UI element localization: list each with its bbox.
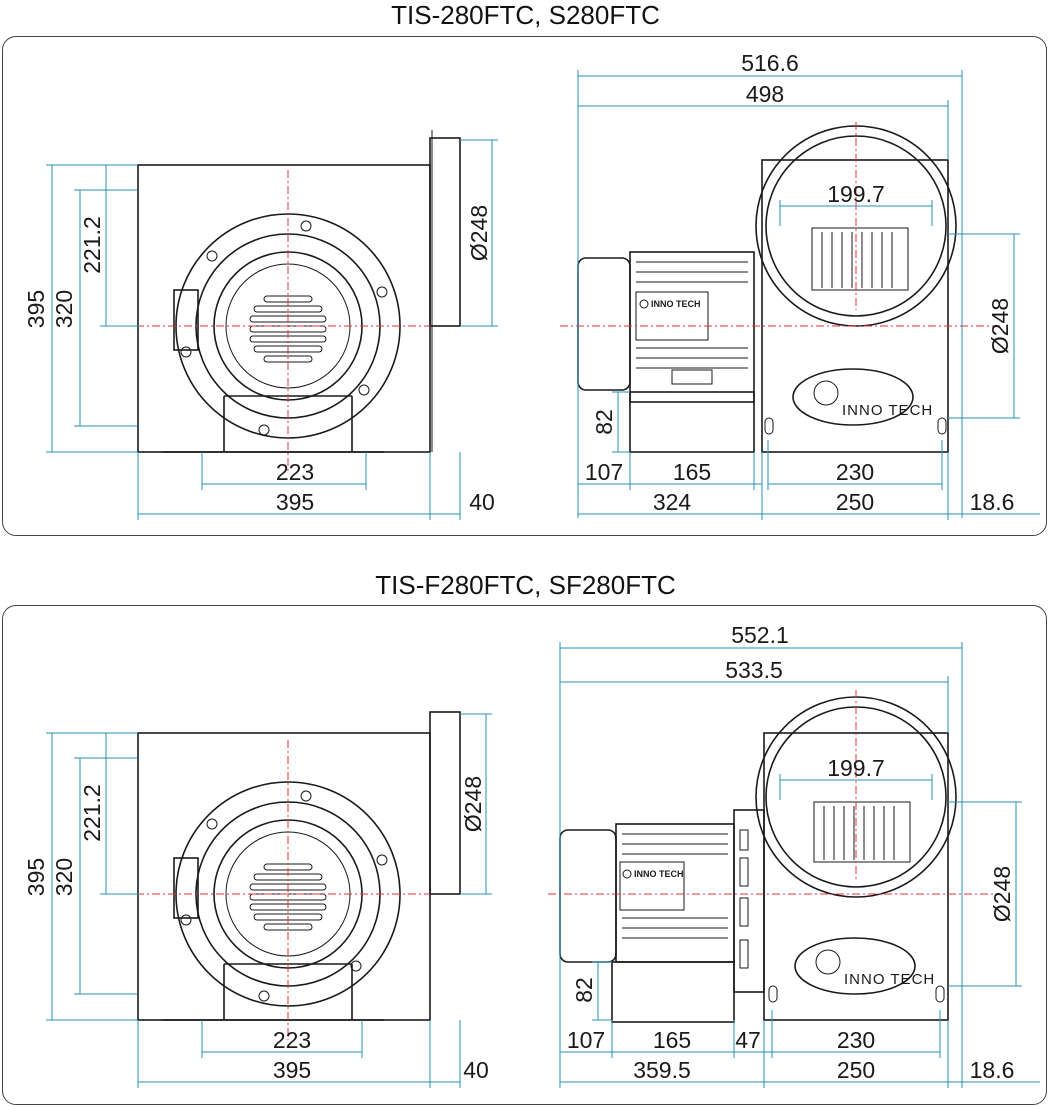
dim-height-221: 221.2 <box>79 784 105 842</box>
dim-inlet-inner: 199.7 <box>827 755 885 781</box>
dim-height-320: 320 <box>51 290 77 328</box>
model-1-side-view: INNO TECH INNO TECH <box>560 50 1040 520</box>
dim-side-diameter: Ø248 <box>987 298 1013 354</box>
side-dim-lines <box>577 70 1040 520</box>
dim-inlet-inner: 199.7 <box>827 181 885 207</box>
motor-foot <box>629 391 755 453</box>
brand-logo-text: INNO TECH <box>842 402 933 419</box>
dim-side-diameter: Ø248 <box>989 866 1015 922</box>
dim-base-width: 223 <box>276 459 314 485</box>
motor-end-cap <box>577 257 631 391</box>
dim-height-221: 221.2 <box>79 216 105 274</box>
dim-side-body: 498 <box>746 81 784 107</box>
model-2-side-view: INNO TECH INNO TECH <box>548 622 1040 1088</box>
dim-flange-width: 40 <box>463 1057 489 1083</box>
front-dim-lines <box>46 713 492 1088</box>
dim-b1: 359.5 <box>633 1057 691 1083</box>
dim-foot-height: 82 <box>571 977 597 1003</box>
brand-logo-text: INNO TECH <box>844 971 935 988</box>
model-2-title: TIS-F280FTC, SF280FTC <box>375 570 676 600</box>
dim-height-total: 395 <box>23 858 49 896</box>
dim-m3: 230 <box>836 459 874 485</box>
dim-outlet-diameter: Ø248 <box>466 205 492 261</box>
motor-end-cap <box>559 829 617 963</box>
impeller <box>811 227 909 291</box>
dim-m-extra: 47 <box>735 1027 761 1053</box>
motor-brand-label: INNO TECH <box>634 869 684 879</box>
brand-logo-oval <box>794 937 916 995</box>
dim-total-width: 395 <box>273 1057 311 1083</box>
motor-body <box>615 823 735 963</box>
dim-m2: 165 <box>653 1027 691 1053</box>
side-dim-lines <box>559 642 1040 1088</box>
front-dim-lines <box>46 139 498 520</box>
dim-side-total: 552.1 <box>731 622 789 648</box>
model-2-panel <box>2 605 1047 1105</box>
dim-b2: 250 <box>837 1057 875 1083</box>
dim-m1: 107 <box>567 1027 605 1053</box>
dim-side-total: 516.6 <box>741 50 799 76</box>
extension-bracket <box>733 809 765 993</box>
model-2-front-view: 395 320 221.2 Ø248 223 395 40 <box>23 711 492 1088</box>
fan-logo-icon <box>813 380 839 406</box>
dim-foot-height: 82 <box>591 409 617 435</box>
motor-body <box>629 251 755 403</box>
dim-base-width: 223 <box>273 1027 311 1053</box>
motor-foot <box>611 961 735 1023</box>
dim-m2: 165 <box>673 459 711 485</box>
impeller <box>813 801 911 863</box>
motor-nameplate <box>619 861 685 911</box>
motor-nameplate <box>635 291 709 341</box>
dim-outlet-diameter: Ø248 <box>460 776 486 832</box>
dim-flange-width: 40 <box>469 489 495 515</box>
brand-logo-oval <box>792 368 914 426</box>
dim-b2: 250 <box>836 489 874 515</box>
motor-brand-label: INNO TECH <box>651 299 701 309</box>
dim-b1: 324 <box>653 489 692 515</box>
fan-housing <box>761 159 949 453</box>
fan-logo-icon <box>815 949 841 975</box>
model-1-title: TIS-280FTC, S280FTC <box>391 0 660 30</box>
dim-m1: 107 <box>585 459 623 485</box>
dim-total-width: 395 <box>276 489 314 515</box>
dim-side-body: 533.5 <box>725 657 783 683</box>
outlet-flange <box>429 137 461 327</box>
dim-height-total: 395 <box>23 290 49 328</box>
dim-m3: 230 <box>837 1027 875 1053</box>
dim-height-320: 320 <box>51 858 77 896</box>
housing-body <box>137 164 431 453</box>
model-1-front-view: 395 320 221.2 Ø248 223 395 40 <box>23 130 498 520</box>
dim-b3: 18.6 <box>970 489 1015 515</box>
outlet-flange <box>429 711 461 895</box>
housing-body <box>137 732 431 1021</box>
dim-b3: 18.6 <box>970 1057 1015 1083</box>
